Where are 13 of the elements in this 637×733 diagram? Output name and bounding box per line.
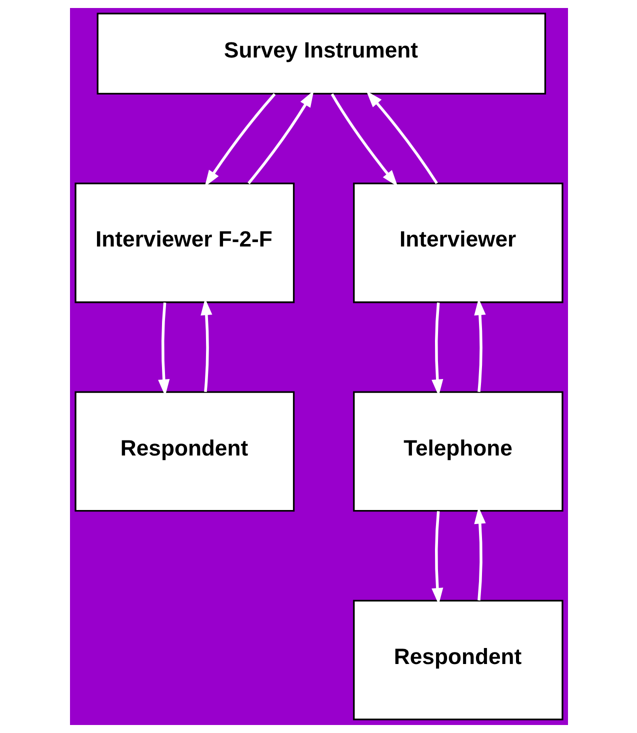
arrow: [204, 93, 276, 187]
arrow: [474, 507, 486, 601]
arrow: [474, 298, 486, 392]
node-box: Survey Instrument: [96, 12, 546, 94]
node-box: Respondent: [74, 391, 294, 512]
arrow: [247, 90, 314, 184]
arrow: [330, 93, 398, 187]
node-box: Interviewer F-2-F: [74, 182, 294, 304]
arrow: [200, 298, 212, 392]
arrow: [366, 90, 438, 184]
node-box: Respondent: [352, 600, 563, 720]
node-box: Interviewer: [352, 182, 563, 304]
node-box: Telephone: [352, 391, 563, 512]
